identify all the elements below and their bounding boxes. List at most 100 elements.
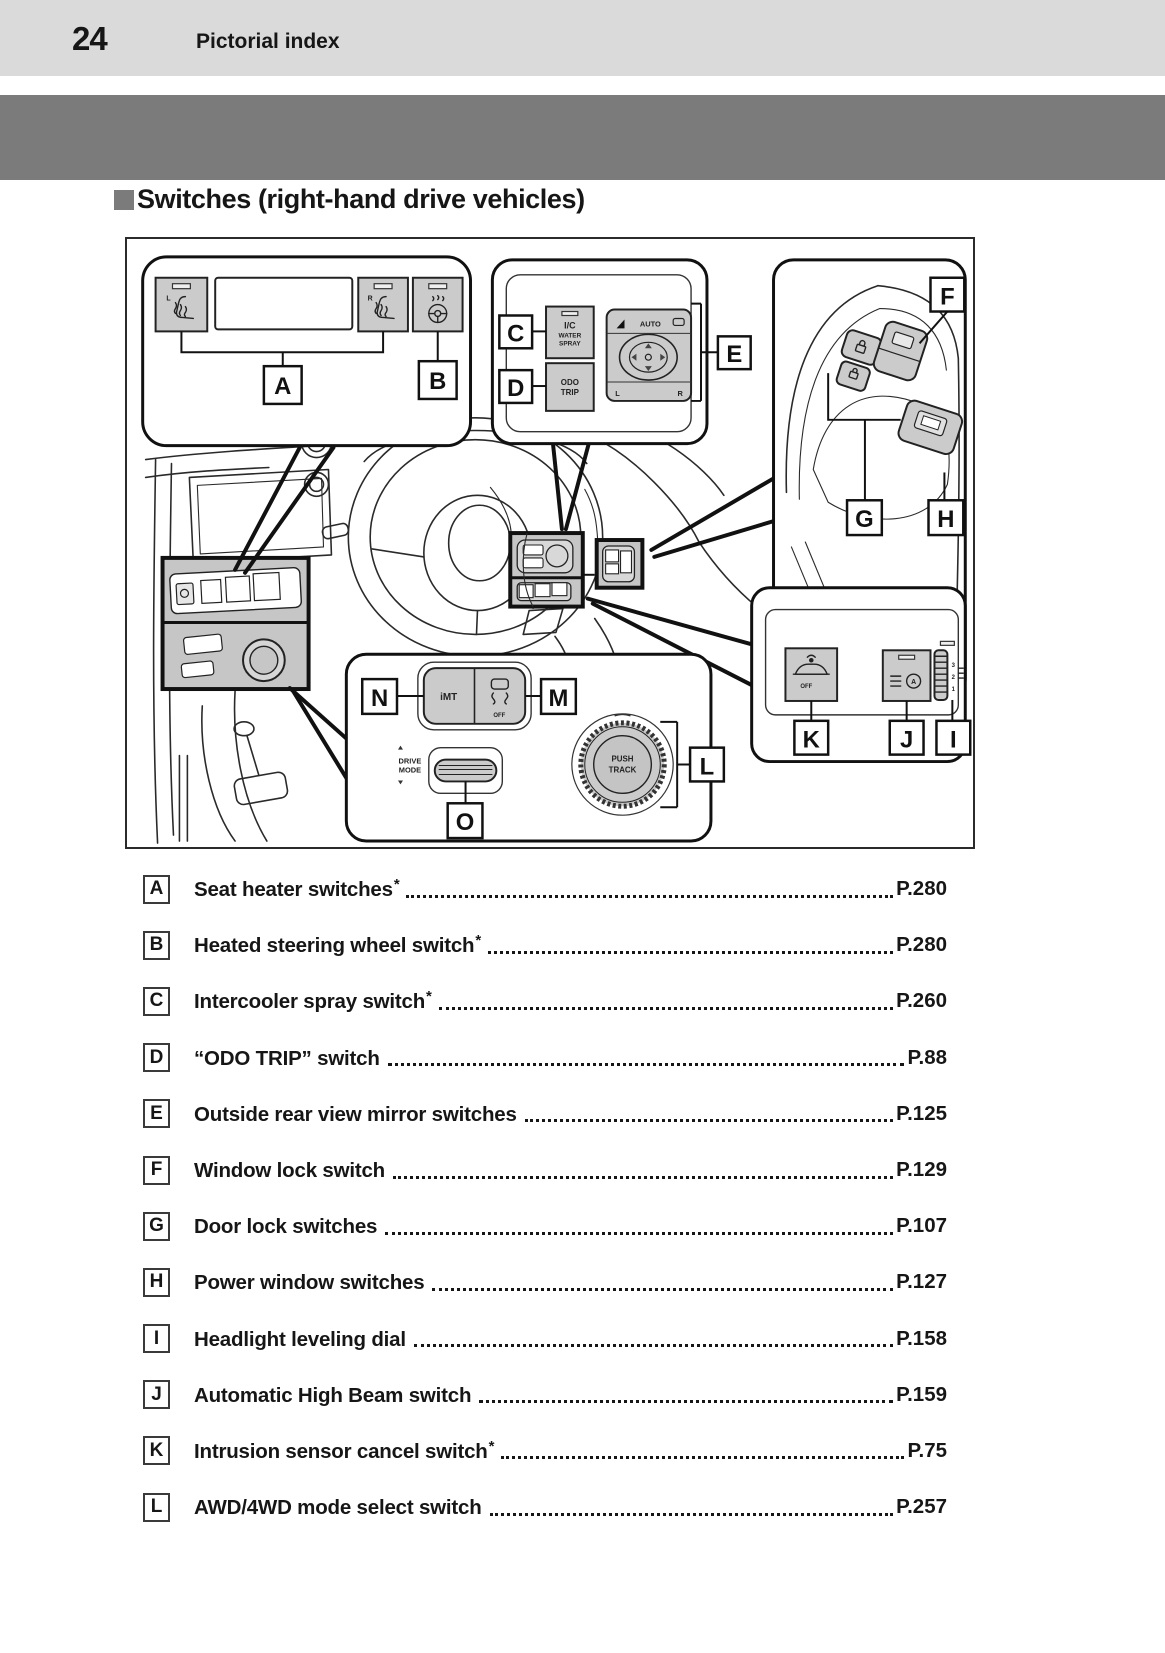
auto-high-beam-icon [890,673,922,689]
power-window-switch [897,399,964,456]
svg-text:K: K [803,727,820,754]
item-page-reference: P.260 [896,989,947,1013]
svg-text:I/C: I/C [564,320,576,330]
item-letter-badge: E [143,1099,170,1129]
pictorial-index-list: A Seat heater switches* P.280 B Heated s… [143,861,947,1535]
svg-text:C: C [507,320,524,347]
section-heading: Switches (right-hand drive vehicles) [114,184,585,215]
item-label: Door lock switches [194,1215,378,1239]
list-item: F Window lock switch P.129 [143,1142,947,1198]
item-label: Power window switches [194,1271,425,1295]
svg-text:PUSH: PUSH [611,755,633,764]
svg-text:1: 1 [952,687,956,693]
vsc-off-icon [490,678,509,705]
svg-text:R: R [677,389,683,398]
dot-leader [524,1119,894,1123]
callout-c [498,314,534,350]
mirror-adjust-pad: AUTO L R [605,308,693,402]
column-switch-highlight-right [594,538,645,590]
svg-text:A: A [911,679,916,686]
svg-text:2: 2 [952,675,956,681]
panel-center-console-switches: iMT OFF N M DRIVE MODE [344,652,726,843]
item-label: “ODO TRIP” switch [194,1046,380,1070]
svg-text:J: J [900,727,913,754]
dot-leader [432,1287,894,1291]
svg-text:G: G [855,506,874,533]
item-page-reference: P.280 [896,877,947,901]
list-item: L AWD/4WD mode select switch P.257 [143,1479,947,1535]
stalk-lever [321,522,350,540]
item-page-reference: P.129 [896,1158,947,1182]
list-item: I Headlight leveling dial P.158 [143,1311,947,1367]
list-item: A Seat heater switches* P.280 [143,861,947,917]
list-item: G Door lock switches P.107 [143,1198,947,1254]
svg-text:DRIVE: DRIVE [399,757,422,766]
item-page-reference: P.125 [896,1101,947,1125]
seat-heater-right-icon [374,295,395,320]
item-label: Headlight leveling dial [194,1327,406,1351]
list-item: H Power window switches P.127 [143,1254,947,1310]
list-item: C Intercooler spray switch* P.260 [143,973,947,1029]
callout-b [417,359,458,401]
section-heading-text: Switches (right-hand drive vehicles) [137,184,585,214]
svg-text:AUTO: AUTO [640,319,661,328]
switches-diagram: L R [125,237,975,849]
callout-a [262,364,303,406]
item-page-reference: P.280 [896,933,947,957]
headlight-leveling-dial-icon: 3 2 1 [933,640,964,701]
footnote-asterisk: * [475,932,481,950]
intrusion-sensor-icon [792,654,830,675]
item-label: Intercooler spray switch* [194,988,432,1014]
item-page-reference: P.158 [896,1326,947,1350]
column-switch-highlight-left [508,531,585,609]
svg-text:R: R [368,296,373,303]
footnote-asterisk: * [393,876,400,894]
callout-d [498,368,534,405]
drive-mode-toggle [428,746,504,795]
chapter-title: Pictorial index [196,30,340,53]
item-letter-badge: I [143,1324,170,1354]
svg-text:L: L [615,389,620,398]
svg-text:WATER: WATER [558,332,581,339]
panel-lower-dash-switches: OFF A 3 2 1 [750,586,972,764]
item-page-reference: P.75 [907,1438,947,1462]
item-letter-badge: C [143,986,170,1016]
shift-knob [233,721,255,737]
callout-leader-tails [233,441,776,792]
svg-text:O: O [456,809,475,836]
list-item: J Automatic High Beam switch P.159 [143,1367,947,1423]
item-label: Outside rear view mirror switches [194,1102,517,1126]
svg-text:ODO: ODO [561,378,579,387]
callout-g [845,499,884,537]
dot-leader [479,1400,894,1404]
svg-text:L: L [700,753,715,780]
item-letter-badge: B [143,930,170,960]
item-label: Intrusion sensor cancel switch* [194,1437,495,1463]
item-label: Window lock switch [194,1159,385,1183]
item-page-reference: P.257 [896,1495,947,1519]
svg-text:MODE: MODE [399,765,421,774]
svg-text:A: A [274,373,291,400]
list-item: E Outside rear view mirror switches P.12… [143,1086,947,1142]
svg-text:D: D [507,375,524,402]
item-label: Automatic High Beam switch [194,1383,472,1407]
list-item: K Intrusion sensor cancel switch* P.75 [143,1423,947,1479]
callout-h [927,499,965,537]
svg-text:M: M [549,685,569,712]
footnote-asterisk: * [488,1437,495,1455]
callout-m [539,677,578,716]
dashboard-illustration: L R [141,255,972,844]
item-page-reference: P.88 [907,1045,947,1069]
callout-e [716,335,752,371]
item-page-reference: P.107 [896,1214,947,1238]
chapter-tab-band [0,95,1165,180]
mirror-icon [672,317,685,327]
item-letter-badge: G [143,1211,170,1241]
dot-leader [392,1175,894,1179]
page-number: 24 [72,20,108,57]
svg-text:E: E [726,341,742,368]
item-label: AWD/4WD mode select switch [194,1496,482,1520]
item-letter-badge: H [143,1267,170,1297]
item-letter-badge: D [143,1043,170,1073]
